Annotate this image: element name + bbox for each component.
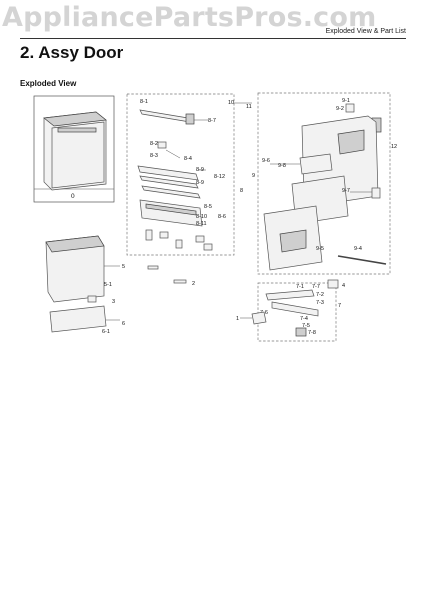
part-8-7-clip xyxy=(185,113,195,125)
part-8-1-trim xyxy=(139,109,191,123)
part-8-3-wire xyxy=(165,149,181,159)
part-3 xyxy=(87,295,97,303)
callout-7-4: 7-4 xyxy=(300,316,308,322)
callout-9-4: 9-4 xyxy=(354,246,362,252)
callout-9-6: 9-6 xyxy=(262,158,270,164)
callout-7-7: 7-7 xyxy=(312,284,320,290)
part-5-door-top xyxy=(45,235,105,253)
callout-9-1: 9-1 xyxy=(342,98,350,104)
callout-8-9-b: 8-9 xyxy=(196,180,204,186)
header-rule xyxy=(20,38,406,39)
callout-8-9-a: 8-9 xyxy=(196,167,204,173)
part-12-dispenser-cutout xyxy=(337,129,365,155)
callout-9-2: 9-2 xyxy=(336,106,344,112)
callout-11: 11 xyxy=(246,104,252,110)
exploded-view-label: Exploded View xyxy=(20,79,77,88)
part-1 xyxy=(251,311,267,325)
callout-12: 12 xyxy=(391,144,397,150)
callout-9-7: 9-7 xyxy=(342,188,350,194)
callout-8-2: 8-2 xyxy=(150,141,158,147)
dishwasher-top xyxy=(43,111,107,127)
part-small-clip-c xyxy=(175,239,183,249)
part-9-5-window xyxy=(279,229,307,253)
group-8: 10 11 8 8-1 8-7 8-2 8-3 8-4 8-9 8-9 8-12… xyxy=(126,93,252,256)
door-panel-group: 5 5-1 3 6 6-1 2 xyxy=(45,235,195,335)
callout-6-1: 6-1 xyxy=(102,329,110,335)
watermark-text: AppliancePartsPros.com xyxy=(2,2,377,33)
callout-8-10: 8-10 xyxy=(196,214,207,220)
header-tag: Exploded View & Part List xyxy=(325,28,406,35)
part-8-9-panel xyxy=(139,175,199,189)
callout-7: 7 xyxy=(338,303,341,309)
part-4 xyxy=(327,279,339,289)
callout-8-3: 8-3 xyxy=(150,153,158,159)
callout-7-2: 7-2 xyxy=(316,292,324,298)
callout-7-3: 7-3 xyxy=(316,300,324,306)
callout-8-12: 8-12 xyxy=(214,174,225,180)
part-9-8-hinge xyxy=(299,153,333,175)
part-hinge-pin-b xyxy=(173,279,187,284)
callout-8-5: 8-5 xyxy=(204,204,212,210)
dishwasher-overview: 0 xyxy=(33,95,115,203)
callout-2: 2 xyxy=(192,281,195,287)
part-8-2-clip xyxy=(157,141,167,149)
callout-4: 4 xyxy=(342,283,345,289)
group-8-box xyxy=(126,93,235,256)
part-hinge-pin-a xyxy=(147,265,159,270)
callout-5: 5 xyxy=(122,264,125,270)
callout-9-5: 9-5 xyxy=(316,246,324,252)
callout-8-4: 8-4 xyxy=(184,156,192,162)
callout-0: 0 xyxy=(71,193,75,200)
part-small-clip-d xyxy=(195,235,205,243)
part-8-12-strip xyxy=(141,185,201,199)
part-8-5-slot xyxy=(145,203,197,216)
part-small-clip-e xyxy=(203,243,213,251)
callout-7-5: 7-5 xyxy=(302,323,310,329)
callout-8-7: 8-7 xyxy=(208,118,216,124)
part-7-arm xyxy=(271,301,319,317)
group-9: 9 12 9-1 9-2 9-3 9-6 9-8 9-7 9-5 9-4 xyxy=(252,92,397,275)
callout-5-1: 5-1 xyxy=(104,282,112,288)
callout-8-6: 8-6 xyxy=(218,214,226,220)
callout-10: 10 xyxy=(228,100,234,106)
section-title: 2. Assy Door xyxy=(20,43,124,62)
part-9-1 xyxy=(345,103,355,113)
callout-8-11: 8-11 xyxy=(196,221,207,227)
group-7-box xyxy=(257,282,337,342)
group-9-box xyxy=(257,92,391,275)
dishwasher-door-face xyxy=(51,121,105,189)
group-7: 7 7-1 7-2 7-3 7-4 7-5 7-6 7-7 7-8 4 1 xyxy=(236,279,345,342)
callout-9-8: 9-8 xyxy=(278,163,286,169)
overview-frame xyxy=(33,95,115,203)
callout-7-8: 7-8 xyxy=(308,330,316,336)
callout-3: 3 xyxy=(112,299,115,305)
callout-7-1: 7-1 xyxy=(296,284,304,290)
callout-8: 8 xyxy=(240,188,243,194)
dishwasher-control-strip xyxy=(57,127,97,133)
callout-1: 1 xyxy=(236,316,239,322)
part-9-7 xyxy=(371,187,381,199)
part-small-clip-b xyxy=(159,231,169,239)
part-small-clip-a xyxy=(145,229,153,241)
part-8-9-board xyxy=(137,165,199,181)
part-6-bottom-trim xyxy=(49,305,107,333)
callout-8-1: 8-1 xyxy=(140,99,148,105)
callout-9: 9 xyxy=(252,173,255,179)
part-9-4-rod xyxy=(337,255,387,265)
part-7-bracket xyxy=(265,289,315,301)
callout-6: 6 xyxy=(122,321,125,327)
part-7-block xyxy=(295,327,307,337)
